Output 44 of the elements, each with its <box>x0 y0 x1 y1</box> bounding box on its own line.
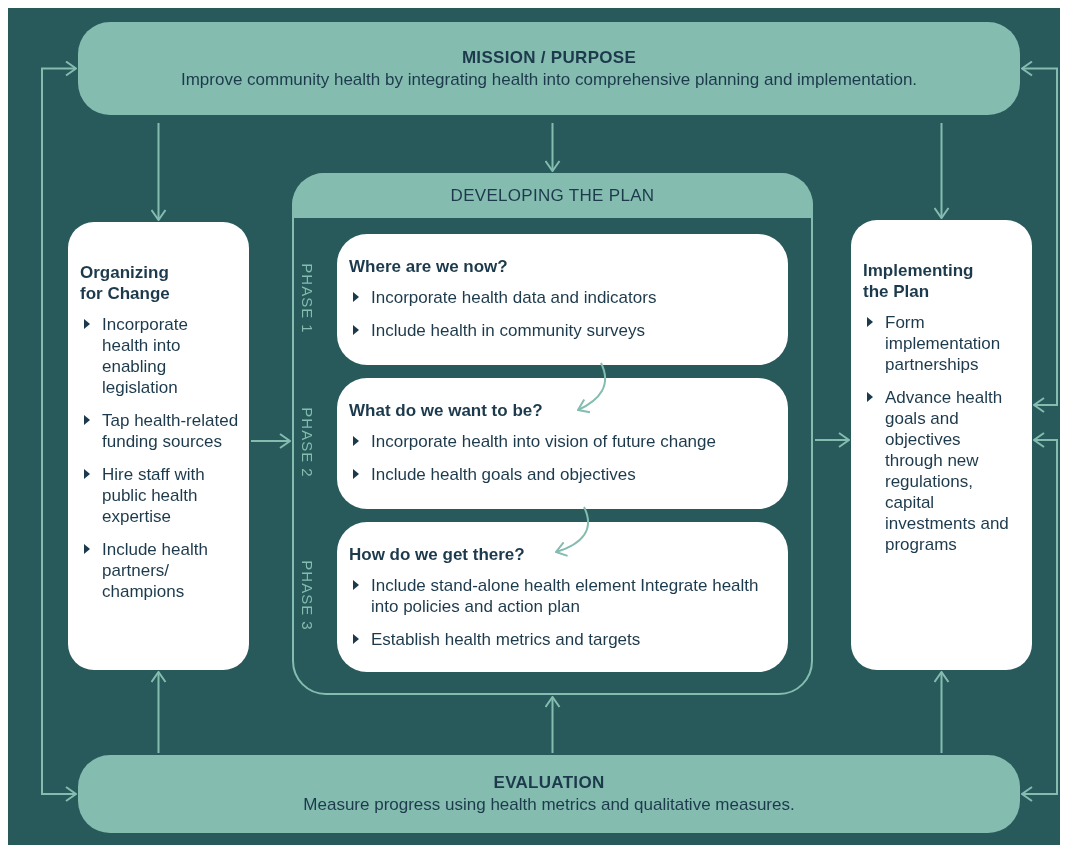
arrow <box>150 122 167 221</box>
list-item: Include health goals and objectives <box>371 464 636 485</box>
content-card <box>851 220 1032 670</box>
list-item: Establish health metrics and targets <box>371 629 641 650</box>
phase-label: PHASE 1 <box>298 261 316 336</box>
arrow <box>1021 60 1058 413</box>
list-item: Include health partners/ champions <box>102 539 209 602</box>
phase-label: PHASE 3 <box>298 559 316 633</box>
content-card <box>68 222 249 670</box>
list-item: Incorporate health data and indicators <box>371 287 657 308</box>
list-item: Include stand-alone health element Integrate health into policies and action plan <box>371 575 760 617</box>
arrow <box>250 433 291 449</box>
list-item: Incorporate health into enabling legislation <box>102 314 189 398</box>
arrow <box>150 671 167 754</box>
list-item: Tap health-related funding sources <box>102 410 239 452</box>
band-title: EVALUATION <box>493 773 605 793</box>
list-item: Form implementation partnerships <box>885 312 1002 375</box>
arrow <box>814 432 850 448</box>
band-title: MISSION / PURPOSE <box>461 47 637 68</box>
rounded-band <box>78 755 1020 833</box>
card-heading: Organizing for Change <box>80 262 171 304</box>
arrow <box>933 122 950 219</box>
rounded-band <box>78 22 1020 115</box>
list-item: Include health in community surveys <box>371 320 646 341</box>
arrow <box>41 60 77 802</box>
arrow <box>933 671 950 754</box>
list-item: Incorporate health into vision of future change <box>371 431 716 452</box>
group-frame <box>292 173 813 695</box>
card-heading: Implementing the Plan <box>863 260 975 302</box>
group-title: DEVELOPING THE PLAN <box>450 185 655 206</box>
arrow <box>544 696 561 754</box>
phase-card <box>337 234 788 365</box>
phase-card <box>337 378 788 509</box>
band-text: Measure progress using health metrics and qualitative measures. <box>303 795 795 815</box>
list-item: Hire staff with public health expertise <box>102 464 206 527</box>
phase-heading: How do we get there? <box>349 544 526 565</box>
phase-heading: What do we want to be? <box>349 400 544 421</box>
phase-label: PHASE 2 <box>298 405 316 480</box>
list-item: Advance health goals and objectives through new regulations, capital investments and programs <box>885 387 1010 555</box>
phase-heading: Where are we now? <box>349 256 509 277</box>
arrow <box>544 122 561 172</box>
phase-card <box>337 522 788 672</box>
band-text: Improve community health by integrating health into comprehensive planning and implementation. <box>180 69 918 90</box>
arrow <box>1021 432 1058 802</box>
